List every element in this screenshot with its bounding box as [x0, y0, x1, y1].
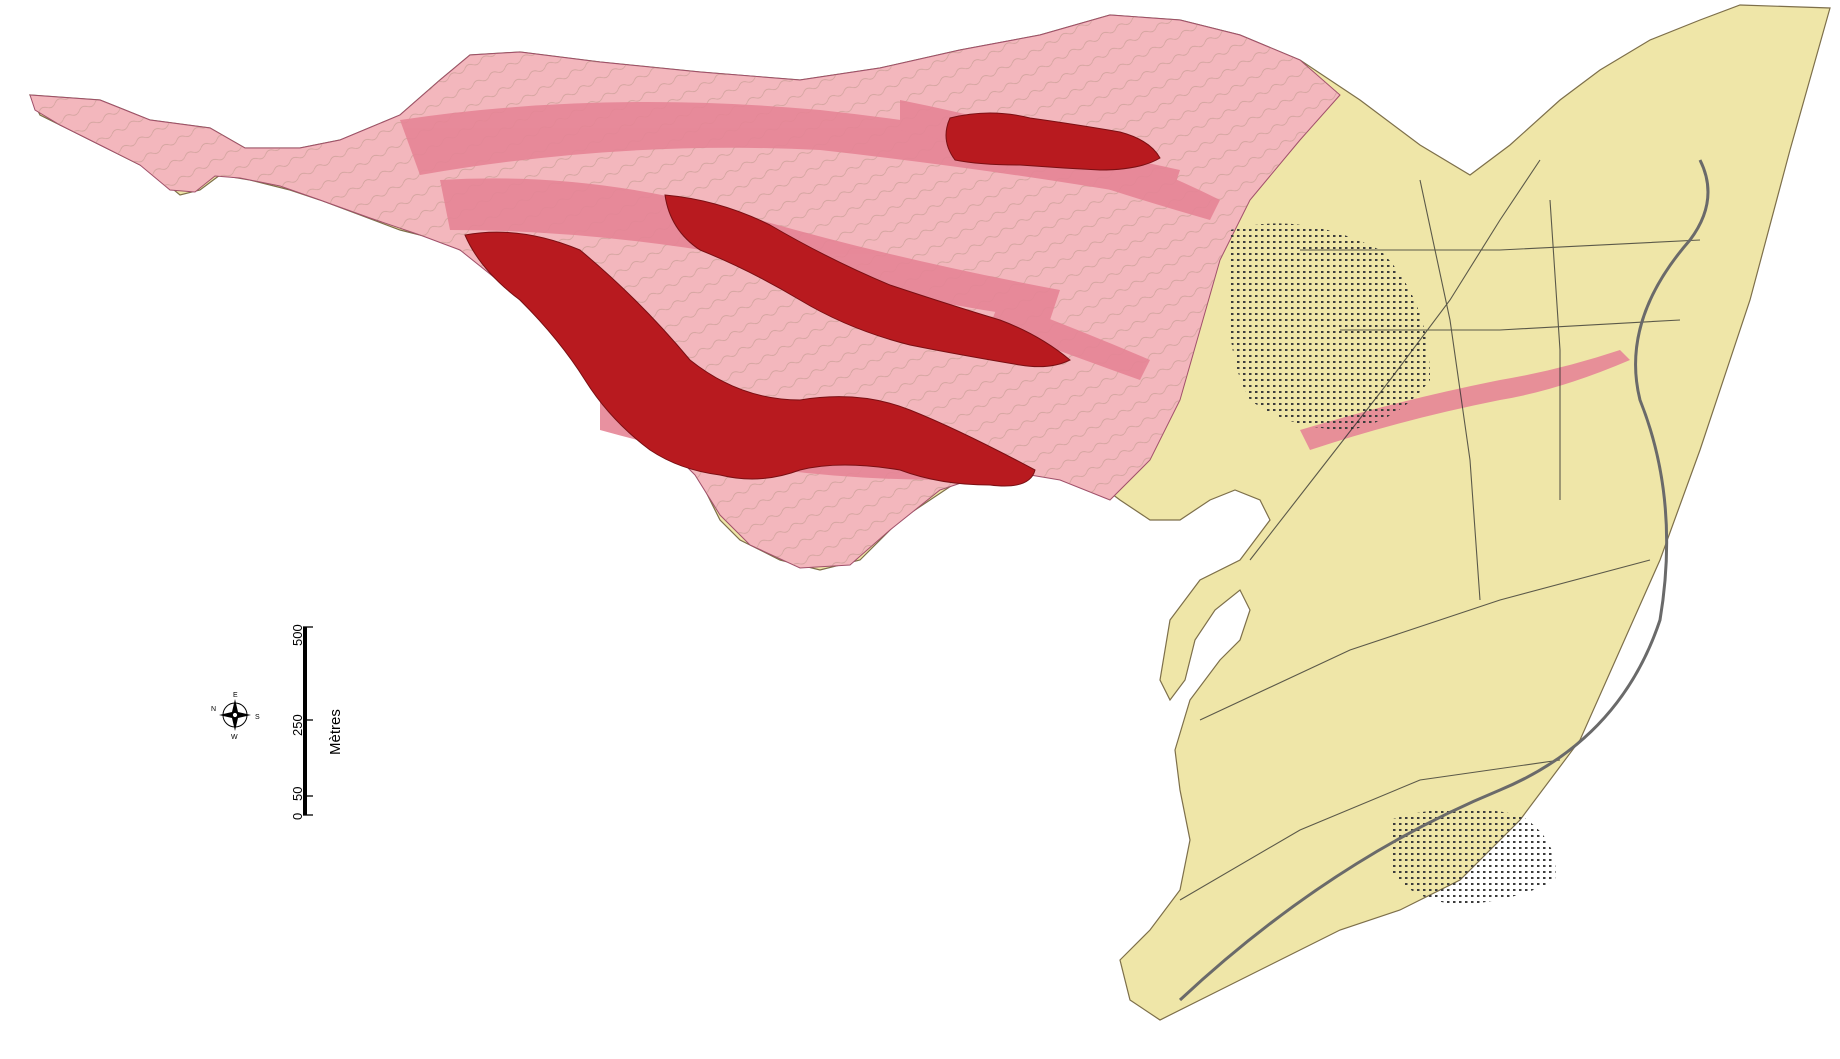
compass-north: N — [211, 706, 216, 713]
scale-tick-500: 500 — [290, 624, 305, 646]
scale-bar: 500 250 50 0 Mètres — [290, 624, 344, 820]
compass-rose-icon: N E S W — [211, 692, 260, 741]
railway — [1178, 159, 1710, 1002]
high-hazard-zones — [464, 112, 1161, 487]
scale-unit: Mètres — [327, 709, 344, 755]
scale-tick-50: 50 — [290, 787, 305, 801]
compass-west: W — [231, 734, 238, 741]
scale-tick-0: 0 — [290, 813, 305, 820]
urban-areas — [1227, 223, 1556, 905]
scale-tick-250: 250 — [290, 714, 305, 736]
compass-south: S — [255, 714, 260, 721]
compass-east: E — [233, 692, 238, 699]
roads — [1179, 159, 1701, 901]
